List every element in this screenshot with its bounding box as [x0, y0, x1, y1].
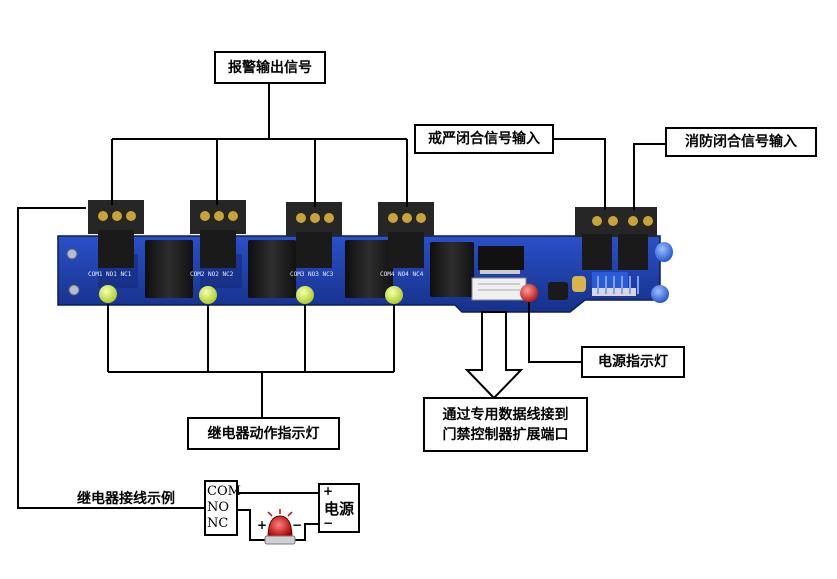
down-arrow-icon	[464, 311, 524, 400]
no-terminal-label: NO	[207, 500, 230, 515]
relay-led-lines	[107, 304, 395, 418]
wiring-example-line	[17, 207, 207, 509]
power-led-label: 电源指示灯	[581, 346, 685, 378]
power-supply-box	[318, 483, 360, 533]
alarm-output-lines	[111, 83, 408, 207]
relay-led-label: 继电器动作指示灯	[187, 417, 340, 450]
wiring-example-label: 继电器接线示例	[77, 491, 175, 507]
ps-plus-label: +	[323, 484, 334, 498]
relay-leds	[99, 285, 403, 304]
power-led-line	[528, 302, 582, 363]
relays	[98, 240, 474, 298]
nc-terminal-label: NC	[207, 516, 229, 531]
arm-input-line	[552, 138, 606, 210]
input-terminal-blocks	[575, 207, 657, 270]
data-line-label: 通过专用数据线接到 门禁控制器扩展端口	[423, 397, 588, 452]
fire-input-label: 消防闭合信号输入	[665, 127, 817, 157]
relay-silk-label: COM1 NO1 NC1	[88, 271, 132, 278]
lamp-plus-label: +	[257, 518, 268, 532]
power-supply-label: 电源	[324, 500, 355, 518]
relay-terminal-blocks	[88, 200, 434, 268]
ps-minus-label: −	[323, 516, 334, 530]
alarm-lamp-icon	[264, 509, 296, 545]
data-line-text-2: 门禁控制器扩展端口	[442, 426, 569, 443]
arm-input-label: 戒严闭合信号输入	[414, 124, 554, 154]
resistor-row	[597, 276, 639, 294]
circuit-lines	[237, 492, 319, 541]
com-terminal-label: COM	[207, 484, 241, 499]
fire-input-line	[633, 143, 666, 210]
power-led	[520, 284, 538, 302]
relay-silk-label: COM2 NO2 NC2	[190, 271, 234, 278]
relay-silk-label: COM3 NO3 NC3	[290, 271, 334, 278]
data-line-text-1: 通过专用数据线接到	[442, 406, 569, 423]
relay-silk-label: COM4 NO4 NC4	[380, 271, 424, 278]
relay-contact-box	[204, 480, 238, 536]
alarm-output-label: 报警输出信号	[214, 51, 326, 84]
blue-leds	[651, 242, 673, 303]
lamp-minus-label: −	[292, 518, 303, 532]
